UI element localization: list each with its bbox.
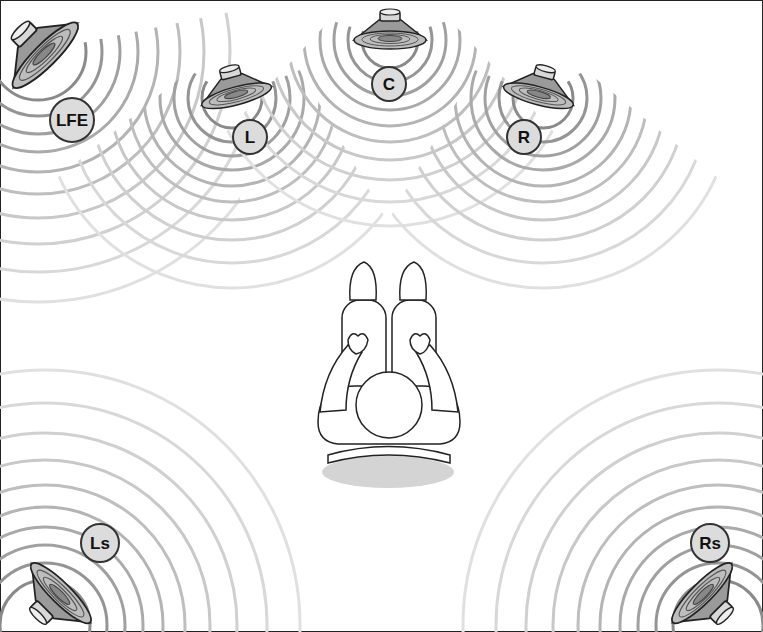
left-channel-label: L <box>232 119 268 155</box>
channel-name: Ls <box>90 535 110 552</box>
channel-name: L <box>245 129 255 146</box>
right-channel-label: R <box>506 119 542 155</box>
channel-name: LFE <box>56 112 88 129</box>
right-surround-label: Rs <box>690 523 730 563</box>
channel-name: Rs <box>699 535 721 552</box>
center-channel-label: C <box>371 66 407 102</box>
channel-name: C <box>383 76 395 93</box>
lfe-channel-label: LFE <box>49 97 95 143</box>
left-surround-label: Ls <box>80 523 120 563</box>
channel-name: R <box>518 129 530 146</box>
